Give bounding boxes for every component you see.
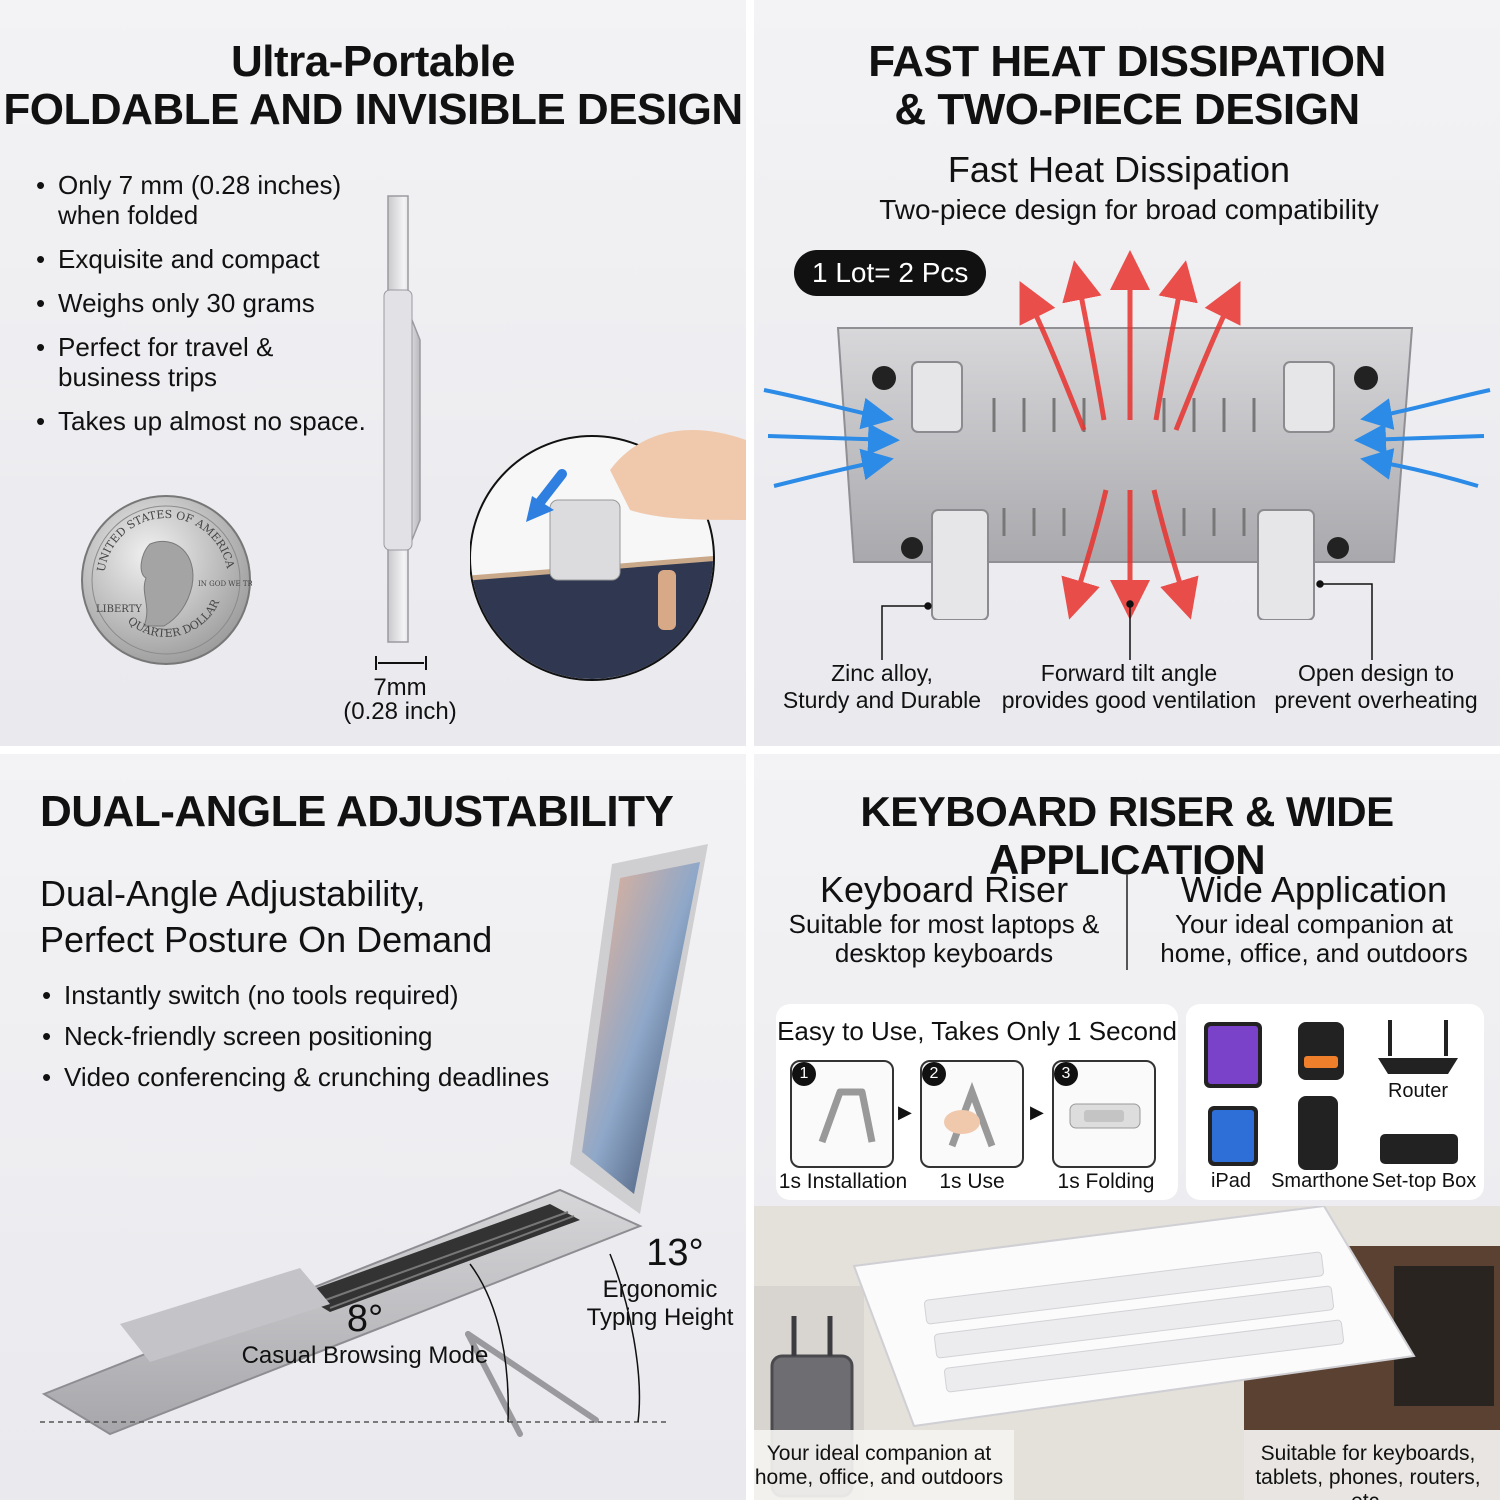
laptop-airflow-illustration bbox=[763, 250, 1491, 620]
caption-line: prevent overheating bbox=[1274, 687, 1478, 713]
caption-line: provides good ventilation bbox=[1001, 687, 1257, 713]
caption-open-design: Open design to prevent overheating bbox=[1266, 660, 1486, 714]
angle-13-label-line1: Ergonomic bbox=[602, 1276, 718, 1303]
step-number: 1 bbox=[792, 1062, 816, 1086]
step-3-image: 3 bbox=[1052, 1060, 1156, 1168]
measure-indicator bbox=[375, 656, 427, 670]
measure-mm: 7mm bbox=[373, 674, 427, 701]
step-number: 3 bbox=[1054, 1062, 1078, 1086]
steps-card: Easy to Use, Takes Only 1 Second 1 ▶ 2 ▶… bbox=[776, 1004, 1178, 1200]
panel-heat-dissipation: FAST HEAT DISSIPATION & TWO-PIECE DESIGN… bbox=[754, 0, 1500, 746]
feature-list: Only 7 mm (0.28 inches) when folded Exqu… bbox=[36, 170, 366, 450]
panel-portable-design: Ultra-Portable FOLDABLE AND INVISIBLE DE… bbox=[0, 0, 746, 746]
panel-subtitle-line1: Dual-Angle Adjustability, bbox=[40, 873, 426, 914]
block-title: Keyboard Riser bbox=[819, 869, 1069, 910]
caption-tilt-angle: Forward tilt angle provides good ventila… bbox=[994, 660, 1264, 714]
block-line: home, office, and outdoors bbox=[1160, 938, 1468, 968]
wide-application-block: Wide Application Your ideal companion at… bbox=[1144, 870, 1484, 968]
block-line: Suitable for most laptops & bbox=[788, 909, 1100, 939]
caption-line: Sturdy and Durable bbox=[782, 687, 982, 713]
panel-title-line2: FOLDABLE AND INVISIBLE DESIGN bbox=[3, 85, 743, 134]
arrow-right-icon: ▶ bbox=[898, 1102, 912, 1122]
coin-motto-text: IN GOD WE TRUST bbox=[198, 580, 252, 588]
keyboard-scene-illustration bbox=[754, 1206, 1500, 1500]
step-2-image: 2 bbox=[920, 1060, 1024, 1168]
angle-13-label: Ergonomic Typing Height bbox=[580, 1276, 740, 1332]
feature-item: Perfect for travel & business trips bbox=[36, 332, 366, 392]
hand-stand-icon bbox=[944, 1081, 996, 1148]
panel-title-line1: Ultra-Portable bbox=[231, 37, 515, 86]
arrow-right-icon: ▶ bbox=[1030, 1102, 1044, 1122]
feature-item: Neck-friendly screen positioning bbox=[42, 1021, 602, 1051]
device-label-ipad: iPad bbox=[1210, 1170, 1252, 1192]
panel-subtitle-line2: Perfect Posture On Demand bbox=[40, 919, 493, 960]
feature-item: Video conferencing & crunching deadlines bbox=[42, 1062, 602, 1092]
panel-description: Two-piece design for broad compatibility bbox=[879, 194, 1379, 225]
quarter-coin-illustration: UNITED STATES OF AMERICA QUARTER DOLLAR … bbox=[81, 495, 252, 665]
caption-line: Zinc alloy, bbox=[831, 660, 933, 686]
step-label: 1s Use bbox=[939, 1170, 1005, 1193]
angle-8-label: Casual Browsing Mode bbox=[241, 1342, 489, 1369]
panel-title-line1: FAST HEAT DISSIPATION bbox=[868, 37, 1386, 86]
stand-icon bbox=[818, 1088, 876, 1144]
device-label-router: Router bbox=[1387, 1080, 1449, 1102]
panel-title-line2: & TWO-PIECE DESIGN bbox=[894, 85, 1360, 134]
feature-item: Only 7 mm (0.28 inches) when folded bbox=[36, 170, 366, 230]
tablet-icon bbox=[1204, 1022, 1262, 1088]
pouch-hand-illustration bbox=[470, 430, 746, 681]
feature-item: Exquisite and compact bbox=[36, 244, 366, 274]
lot-badge: 1 Lot= 2 Pcs bbox=[794, 250, 987, 296]
block-line: Your ideal companion at bbox=[1174, 909, 1453, 939]
panel-title: DUAL-ANGLE ADJUSTABILITY bbox=[40, 787, 674, 836]
folded-stand-illustration bbox=[383, 195, 421, 643]
step-label: 1s Folding bbox=[1057, 1170, 1155, 1193]
block-line: desktop keyboards bbox=[834, 938, 1054, 968]
bottom-right-caption: Suitable for keyboards, tablets, phones,… bbox=[1240, 1442, 1496, 1500]
step-label: 1s Installation bbox=[778, 1170, 908, 1193]
smartphone-icon bbox=[1298, 1096, 1338, 1170]
angle-13-value: 13° bbox=[646, 1232, 704, 1274]
device-label-set-top-box: Set-top Box bbox=[1371, 1170, 1477, 1192]
phone-icon bbox=[1298, 1022, 1344, 1080]
panel-title: KEYBOARD RISER & WIDE APPLICATION bbox=[860, 788, 1394, 883]
router-icon bbox=[1378, 1020, 1458, 1074]
devices-card: Router iPad Smarthone Set-top Box bbox=[1186, 1004, 1484, 1200]
caption-line: Your ideal companion at bbox=[766, 1442, 992, 1465]
feature-list: Instantly switch (no tools required) Nec… bbox=[42, 980, 602, 1103]
device-label-smartphone: Smarthone bbox=[1271, 1170, 1369, 1192]
angle-8-value: 8° bbox=[346, 1298, 384, 1340]
ipad-icon bbox=[1208, 1106, 1258, 1166]
caption-line: Forward tilt angle bbox=[1040, 660, 1218, 686]
panel-subtitle: Fast Heat Dissipation bbox=[947, 149, 1291, 190]
keyboard-riser-block: Keyboard Riser Suitable for most laptops… bbox=[774, 870, 1114, 968]
feature-item: Instantly switch (no tools required) bbox=[42, 980, 602, 1010]
block-title: Wide Application bbox=[1180, 869, 1448, 910]
folded-stand-icon bbox=[1069, 1103, 1141, 1129]
caption-line: Suitable for keyboards, bbox=[1260, 1442, 1476, 1465]
angle-13-label-line2: Typing Height bbox=[586, 1304, 734, 1331]
steps-title: Easy to Use, Takes Only 1 Second bbox=[777, 1016, 1177, 1046]
feature-item: Weighs only 30 grams bbox=[36, 288, 366, 318]
panel-dual-angle: DUAL-ANGLE ADJUSTABILITY Dual-Angle Adju… bbox=[0, 754, 746, 1500]
set-top-box-icon bbox=[1380, 1134, 1458, 1164]
caption-line: home, office, and outdoors bbox=[754, 1466, 1004, 1489]
divider bbox=[1126, 874, 1128, 970]
step-1-image: 1 bbox=[790, 1060, 894, 1168]
bottom-left-caption: Your ideal companion at home, office, an… bbox=[754, 1442, 1004, 1490]
laptop-on-stand-illustration bbox=[40, 844, 708, 1437]
caption-leaders bbox=[881, 580, 1373, 660]
feature-item: Takes up almost no space. bbox=[36, 406, 366, 436]
caption-zinc-alloy: Zinc alloy, Sturdy and Durable bbox=[772, 660, 992, 714]
measure-inch: (0.28 inch) bbox=[343, 698, 457, 725]
caption-line: tablets, phones, routers, etc. bbox=[1255, 1466, 1481, 1500]
panel-keyboard-riser: KEYBOARD RISER & WIDE APPLICATION Keyboa… bbox=[754, 754, 1500, 1500]
step-number: 2 bbox=[922, 1062, 946, 1086]
coin-liberty-text: LIBERTY bbox=[96, 604, 142, 615]
caption-line: Open design to bbox=[1297, 660, 1454, 686]
